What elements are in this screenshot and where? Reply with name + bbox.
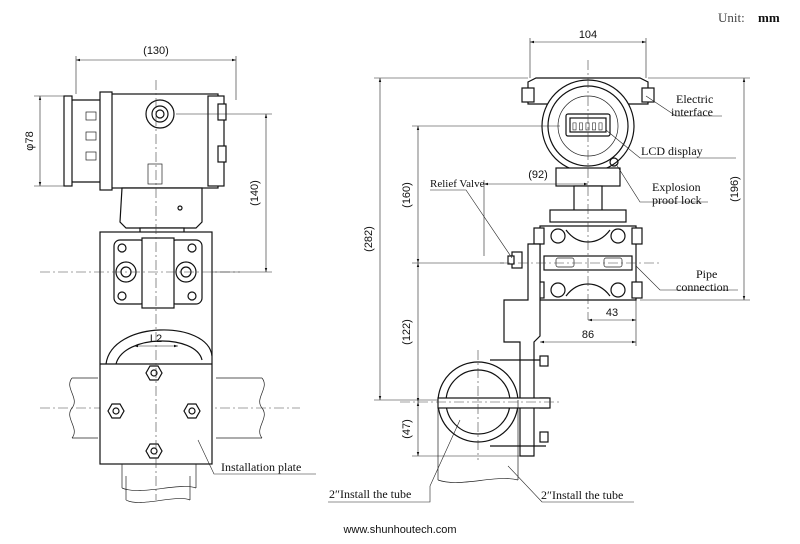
dimension-86: 86 [540,329,636,344]
dimension-47: (47) [401,402,520,457]
unit-label: Unit: [718,10,745,25]
dimension-78: φ78 [24,95,64,187]
side-view-flange [99,231,213,491]
dimension-104: 104 [529,29,647,78]
lcd-display-label: LCD display [641,144,703,158]
website-url: www.shunhoutech.com [342,524,456,536]
install-tube-left-label: 2″Install the tube [329,487,411,501]
dimension-140: (140) [176,113,272,273]
pipe-connection-label-2: connection [676,280,729,294]
dimension-104-text: 104 [579,29,597,41]
dimension-196-text: (196) [729,176,741,202]
side-view: (130) φ78 (140) L2 Installation plate 2 [24,45,431,503]
dimension-43-text: 43 [606,307,618,319]
electric-interface-callout: Electric interface [645,92,722,119]
electric-interface-label-2: interface [671,105,713,119]
install-tube-left-callout: 2″Install the tube [125,476,431,503]
install-tube-right-label: 2″Install the tube [541,488,623,502]
dimension-47-text: (47) [401,419,413,439]
explosion-proof-label-2: proof lock [652,193,702,207]
relief-valve-callout: Relief Valve [430,178,513,259]
installation-plate-label: Installation plate [221,460,301,474]
pipe-connection-callout: Pipe connection [635,265,738,294]
explosion-proof-label-1: Explosion [652,180,701,194]
pipe-connection-label-1: Pipe [696,267,717,281]
dimension-160-text: (160) [401,182,413,208]
dimension-122-text: (122) [401,319,413,345]
dimension-122: (122) [401,263,420,402]
lcd-display-callout: LCD display [605,129,736,159]
dimension-282-text: (282) [363,226,375,252]
front-view: ▯▯▯▯▯ [363,29,750,503]
electric-interface-label-1: Electric [676,92,713,106]
dimension-282: (282) [363,77,528,401]
dimension-92: (92) [483,169,588,256]
dimension-86-text: 86 [582,329,594,341]
dimension-l2: L2 [134,333,178,348]
install-tube-right-callout: 2″Install the tube [507,465,634,503]
unit-value: mm [758,10,780,25]
installation-plate-callout: Installation plate [197,439,316,475]
explosion-proof-callout: Explosion proof lock [615,163,708,207]
dimension-140-text: (140) [249,180,261,206]
dimension-l2-text: L2 [150,333,162,345]
dimension-43: 43 [588,300,637,346]
dimension-160: (160) [401,125,560,264]
dimension-130: (130) [75,45,237,100]
dimension-130-text: (130) [143,45,169,57]
dimension-78-text: φ78 [24,131,36,150]
dimension-196: (196) [640,77,750,301]
relief-valve-label: Relief Valve [430,178,485,190]
dimension-92-text: (92) [528,169,548,181]
svg-text:▯▯▯▯▯: ▯▯▯▯▯ [572,121,605,132]
